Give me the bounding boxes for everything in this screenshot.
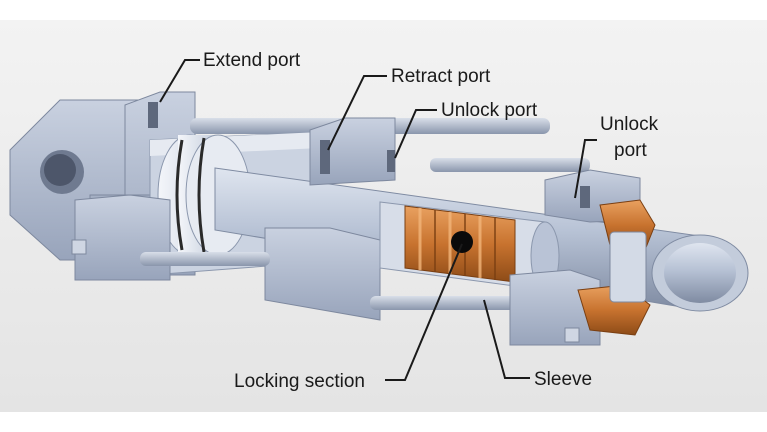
- lower-block-middle: [264, 227, 381, 321]
- leader-lines: [159, 59, 597, 381]
- leader-unlock-port-2: [574, 139, 597, 199]
- label-locking-section: Locking section: [234, 371, 365, 392]
- leader-locking-section: [385, 243, 463, 381]
- leader-sleeve: [483, 299, 530, 379]
- end-cap-ring: [609, 231, 647, 303]
- label-unlock-port-2-line1: Unlock: [600, 114, 659, 135]
- label-extend-port: Extend port: [203, 50, 301, 71]
- locking-section: [404, 205, 516, 283]
- lower-block-left: [71, 194, 171, 281]
- middle-head-block: [309, 117, 396, 186]
- label-unlock-port-2-line2: port: [614, 140, 647, 161]
- tie-rod-upper-2: [430, 158, 590, 172]
- locking-section-marker: [451, 231, 473, 253]
- top-border-band: [0, 0, 767, 20]
- piston-seal-2: [197, 137, 206, 253]
- leader-unlock-port-1: [394, 109, 437, 159]
- leader-retract-port: [327, 75, 387, 151]
- retract-port-hole: [320, 140, 330, 174]
- label-retract-port: Retract port: [391, 66, 491, 87]
- tie-rod-lower-1: [140, 252, 270, 266]
- tie-rod-lower-2: [370, 296, 530, 310]
- bolt-head-right: [564, 327, 580, 343]
- unlock-port-hole: [387, 150, 395, 172]
- extend-port-hole: [148, 102, 158, 128]
- bolt-head-left: [71, 239, 87, 255]
- label-unlock-port: Unlock port: [441, 100, 538, 121]
- piston-seal-1: [175, 139, 184, 251]
- bottom-border-band: [0, 412, 767, 432]
- leader-extend-port: [159, 59, 200, 103]
- unlock-port-2-hole: [580, 186, 590, 208]
- label-sleeve: Sleeve: [534, 369, 592, 390]
